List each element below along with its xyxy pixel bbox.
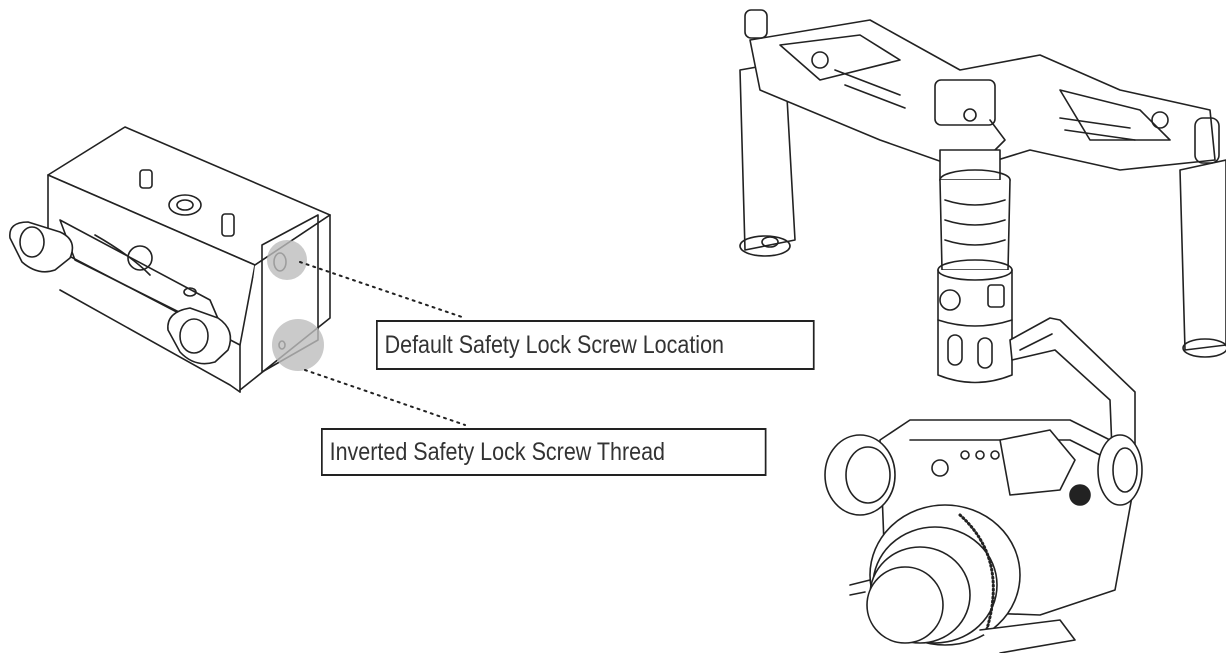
- leader-line-inverted: [304, 369, 466, 426]
- leader-line-default: [299, 261, 466, 319]
- gimbal-handle-bar: [739, 9, 1226, 358]
- inverted-safety-lock-label: Inverted Safety Lock Screw Thread: [321, 428, 767, 476]
- inverted-thread-highlight: [272, 319, 324, 371]
- camera: [824, 419, 1143, 653]
- gimbal-stem: [937, 149, 1013, 384]
- quick-release-mount: [9, 126, 331, 393]
- default-safety-lock-label: Default Safety Lock Screw Location: [376, 320, 815, 370]
- default-lock-highlight: [267, 240, 307, 280]
